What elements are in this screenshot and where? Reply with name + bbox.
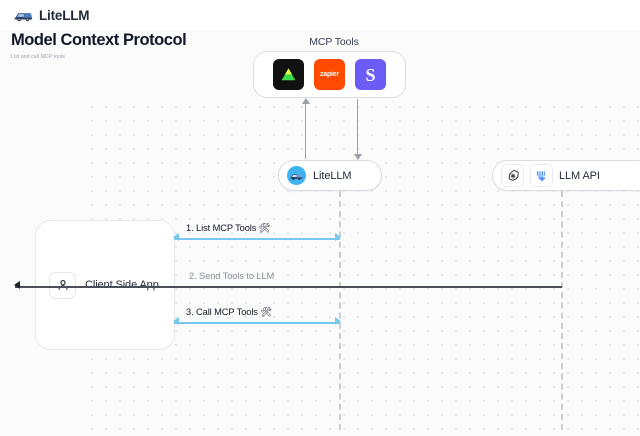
litellm-truck-icon [14,9,33,22]
message-3-label: 3. Call MCP Tools 🛠 [186,307,273,317]
brand[interactable]: LiteLLM [14,7,90,23]
user-icon [49,271,76,299]
mcp-tools-group[interactable]: zapier S [253,51,406,98]
message-1-arrowhead-left [173,233,179,242]
message-2-line [15,286,562,288]
message-2-label: 2. Send Tools to LLM [189,271,275,281]
zapier-tool-icon[interactable]: zapier [314,59,345,90]
mcp-tools-title: MCP Tools [309,36,359,48]
message-3-arrowhead-left [173,317,179,326]
lifeline-llm-api [561,191,563,430]
openai-icon [501,164,524,187]
message-3-arrowhead [335,317,341,326]
message-2-arrowhead [14,281,20,290]
node-litellm[interactable]: LiteLLM [278,160,382,191]
message-1-label: 1. List MCP Tools 🛠 [186,223,271,233]
node-litellm-label: LiteLLM [313,169,352,182]
app-header: LiteLLM [0,0,640,30]
page-subtitle: List and call MCP tools [11,54,65,60]
anthropic-icon [530,164,553,187]
message-3-line [174,322,340,324]
brand-name: LiteLLM [39,7,90,23]
message-1-arrowhead [335,233,341,242]
zapier-tool-label: zapier [319,71,340,78]
node-llm-api-label: LLM API [559,169,600,182]
lifeline-litellm [339,191,341,430]
message-3-call-mcp-tools: 3. Call MCP Tools 🛠 [173,307,341,332]
slack-s-tool-label: S [365,64,376,85]
node-llm-api[interactable]: LLM API [492,160,640,191]
litellm-avatar-icon [287,166,306,185]
message-1-line [174,238,340,240]
node-client-side-app-label: Client Side App [85,279,159,291]
green-triangle-tool-icon[interactable] [273,59,304,90]
slack-s-tool-icon[interactable]: S [355,59,386,90]
page-title: Model Context Protocol [11,31,187,49]
message-1-list-mcp-tools: 1. List MCP Tools 🛠 [173,223,341,248]
message-2-send-tools-to-llm: 2. Send Tools to LLM [14,271,562,296]
node-client-side-app[interactable]: Client Side App [35,220,175,350]
